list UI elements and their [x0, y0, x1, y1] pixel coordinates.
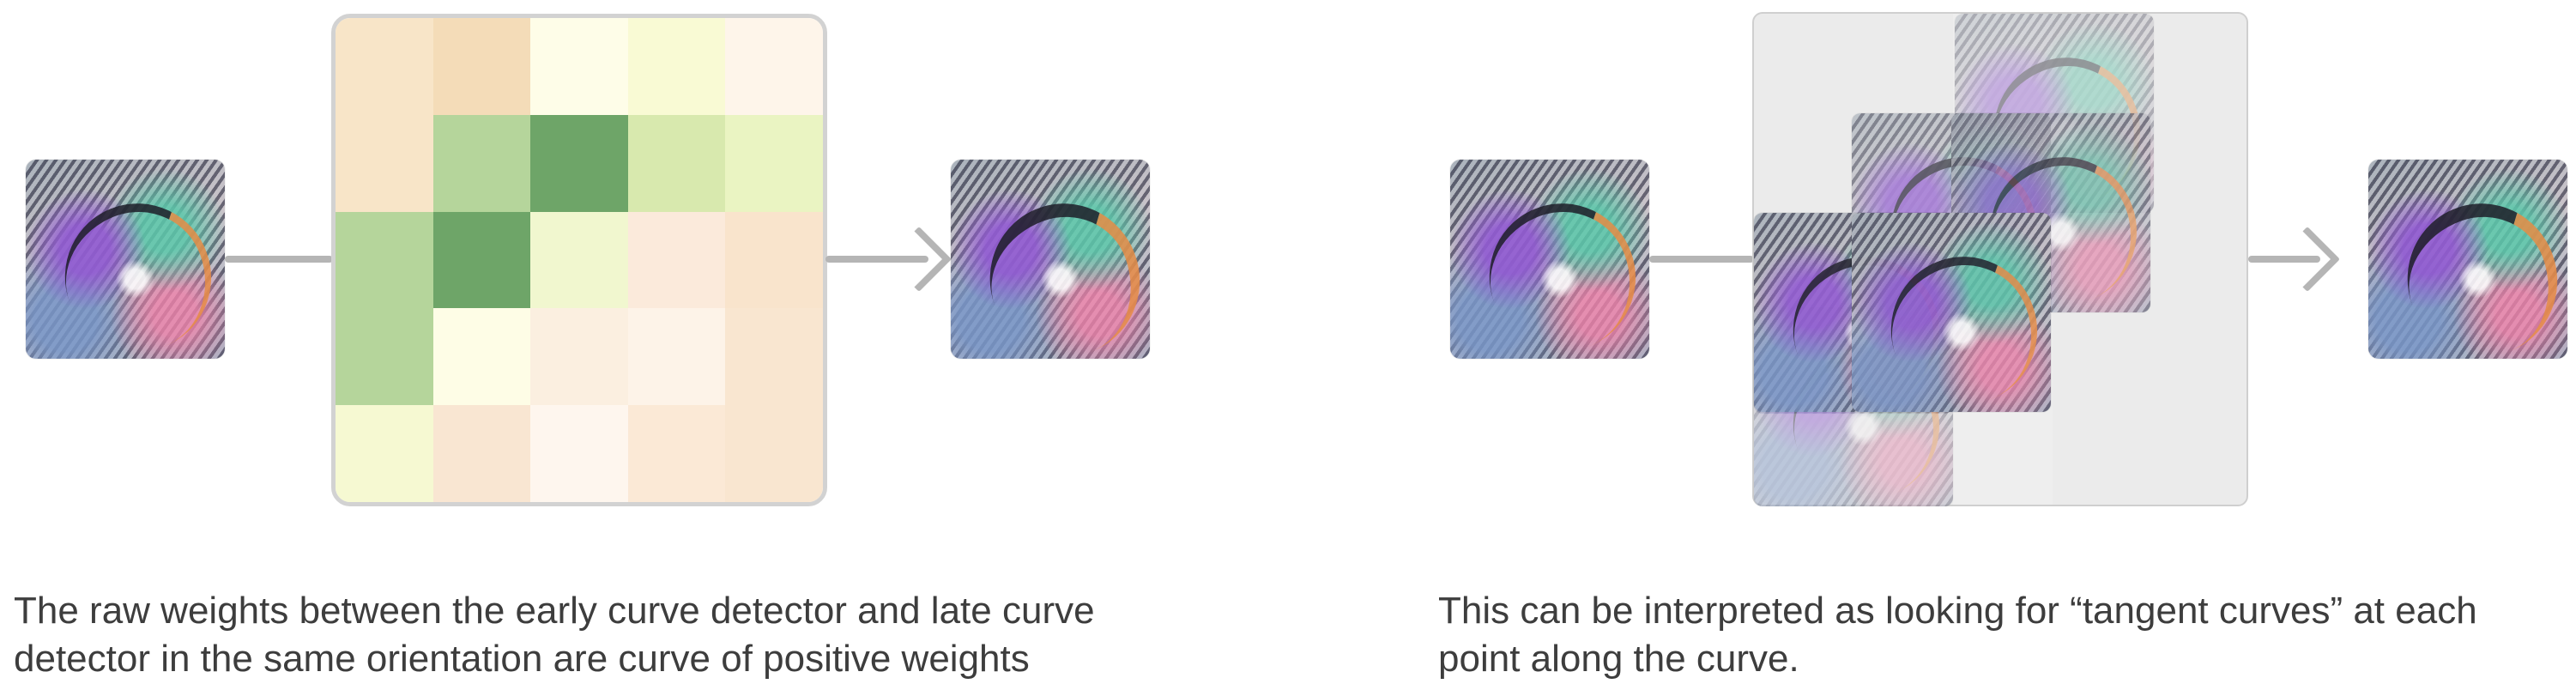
weight-cell — [432, 405, 531, 502]
weight-cell — [530, 308, 628, 406]
weight-cell — [336, 114, 433, 212]
weight-cell — [627, 405, 726, 502]
tangent-curves-panel — [1752, 12, 2248, 506]
weight-cell — [336, 18, 433, 115]
early-curve-detector-image — [26, 160, 225, 359]
weight-cell — [530, 114, 628, 212]
weight-cell — [627, 18, 726, 115]
connector-line — [1649, 256, 1754, 263]
weight-cell — [725, 18, 823, 115]
weight-cell — [627, 114, 726, 212]
late-curve-detector-image — [951, 160, 1150, 359]
weight-cell — [432, 114, 531, 212]
weight-cell — [432, 18, 531, 115]
early-curve-detector-image — [1450, 160, 1649, 359]
weight-cell — [336, 405, 433, 502]
weight-cell — [530, 405, 628, 502]
tangent-patch — [1852, 213, 2051, 412]
connector-line — [2248, 256, 2320, 263]
weight-cell — [627, 308, 726, 406]
weight-cell — [725, 114, 823, 212]
weight-cell — [336, 211, 433, 309]
weight-cell — [627, 211, 726, 309]
right-caption: This can be interpreted as looking for “… — [1438, 590, 2477, 680]
weight-cell — [725, 211, 823, 309]
weight-cell — [530, 18, 628, 115]
weight-cell — [530, 211, 628, 309]
weight-grid — [331, 14, 827, 506]
connector-line — [225, 256, 333, 263]
weight-cell — [725, 308, 823, 406]
arrowhead — [886, 226, 952, 293]
weight-cell — [725, 405, 823, 502]
weight-cell — [432, 308, 531, 406]
late-curve-detector-image — [2368, 160, 2567, 359]
arrowhead — [2274, 226, 2341, 293]
connector-line — [825, 256, 928, 263]
left-caption: The raw weights between the early curve … — [14, 590, 1095, 680]
weight-cell — [336, 308, 433, 406]
weight-cell — [432, 211, 531, 309]
